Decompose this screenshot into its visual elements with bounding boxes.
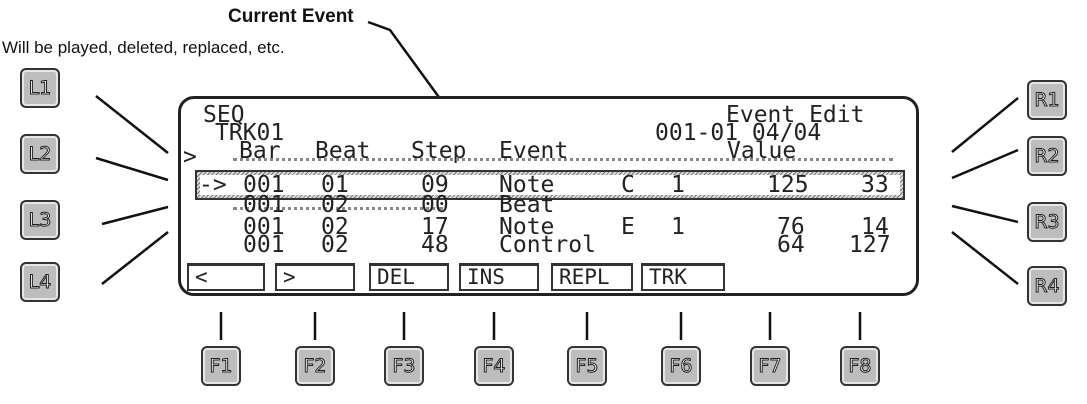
softkey-prev[interactable]: < <box>187 263 265 291</box>
softkey-trk[interactable]: TRK <box>641 263 725 291</box>
button-l3[interactable]: L3 <box>20 200 60 240</box>
event-value1: 76 <box>777 214 805 240</box>
lcd-screen: SEQ Event Edit TRK01 001-01 04/04 > Bar … <box>178 96 919 296</box>
event-bar: 001 <box>243 232 285 258</box>
event-step: 09 <box>421 172 449 198</box>
event-type: Control <box>499 232 596 258</box>
button-f7[interactable]: F7 <box>750 346 790 386</box>
l3-leader <box>101 205 169 226</box>
button-r2[interactable]: R2 <box>1027 136 1067 176</box>
header-bar: Bar <box>239 138 281 164</box>
l1-leader <box>95 95 169 154</box>
current-event-highlight <box>195 170 905 200</box>
button-r4[interactable]: R4 <box>1027 266 1067 306</box>
header-value: Value <box>727 138 797 164</box>
event-channel: 1 <box>671 172 685 198</box>
button-l1[interactable]: L1 <box>20 68 60 108</box>
event-note: C <box>621 172 635 198</box>
event-note: E <box>621 214 635 240</box>
event-step: 17 <box>421 214 449 240</box>
position-readout: 001-01 04/04 <box>655 120 822 146</box>
button-f6[interactable]: F6 <box>661 346 701 386</box>
button-l4[interactable]: L4 <box>20 262 60 302</box>
l4-leader <box>101 231 169 285</box>
annotation-subtitle: Will be played, deleted, replaced, etc. <box>2 38 285 57</box>
softkey-repl[interactable]: REPL <box>551 263 633 291</box>
l2-leader <box>95 156 169 182</box>
header-beat: Beat <box>315 138 371 164</box>
annotation-title: Current Event <box>228 6 354 27</box>
r1-leader <box>951 97 1019 153</box>
event-bar: 001 <box>243 192 285 218</box>
button-f3[interactable]: F3 <box>384 346 424 386</box>
event-value2: 33 <box>861 172 889 198</box>
button-f1[interactable]: F1 <box>201 346 241 386</box>
button-f5[interactable]: F5 <box>567 346 607 386</box>
softkey-del[interactable]: DEL <box>369 263 449 291</box>
event-bar: 001 <box>243 214 285 240</box>
softkey-next[interactable]: > <box>275 263 355 291</box>
r3-leader <box>951 204 1019 224</box>
event-channel: 1 <box>671 214 685 240</box>
button-r1[interactable]: R1 <box>1027 80 1067 120</box>
event-value1: 125 <box>767 172 809 198</box>
event-type: Note <box>499 172 555 198</box>
track-label: TRK01 <box>215 120 285 146</box>
row-divider <box>233 207 443 210</box>
button-r3[interactable]: R3 <box>1027 202 1067 242</box>
event-beat: 02 <box>321 232 349 258</box>
button-f8[interactable]: F8 <box>840 346 880 386</box>
event-type: Beat <box>499 192 555 218</box>
header-event: Event <box>499 138 569 164</box>
event-bar: 001 <box>243 172 285 198</box>
header-step: Step <box>411 138 467 164</box>
screen-title: Event Edit <box>726 102 865 128</box>
event-value2: 127 <box>849 232 891 258</box>
event-step: 00 <box>421 192 449 218</box>
event-type: Note <box>499 214 555 240</box>
r4-leader <box>951 231 1019 285</box>
r2-leader <box>951 148 1019 180</box>
softkey-ins[interactable]: INS <box>459 263 539 291</box>
event-value1: 64 <box>777 232 805 258</box>
event-beat: 02 <box>321 214 349 240</box>
event-beat: 01 <box>321 172 349 198</box>
event-step: 48 <box>421 232 449 258</box>
mode-label: SEQ <box>203 102 245 128</box>
cursor-indicator: > <box>183 144 197 170</box>
button-f4[interactable]: F4 <box>474 346 514 386</box>
header-underline <box>233 158 893 161</box>
event-value2: 14 <box>861 214 889 240</box>
event-beat: 02 <box>321 192 349 218</box>
button-l2[interactable]: L2 <box>20 134 60 174</box>
button-f2[interactable]: F2 <box>295 346 335 386</box>
current-event-marker: -> <box>199 172 227 198</box>
